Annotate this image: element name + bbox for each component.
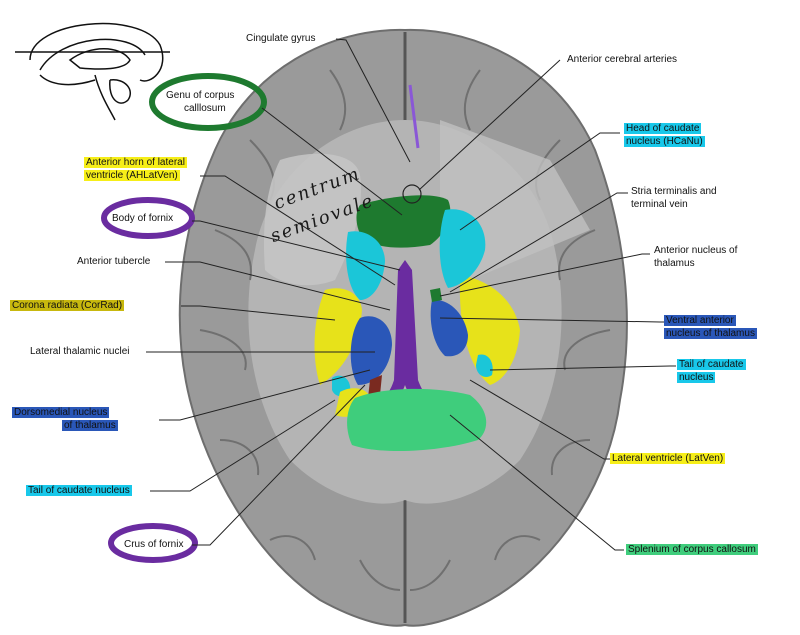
label-anterior-nucleus-line1: Anterior nucleus of	[654, 245, 738, 256]
label-lateral-ventricle: Lateral ventricle (LatVen)	[610, 453, 726, 465]
label-ventral-anterior-text1: Ventral anterior	[664, 315, 736, 326]
label-tail-caudate-right-text2: nucleus	[677, 372, 716, 383]
label-tail-caudate-right-text1: Tail of caudate	[677, 359, 746, 370]
splenium-of-corpus-callosum	[347, 388, 487, 452]
anterior-nucleus-marker	[430, 288, 442, 302]
label-splenium: Splenium of corpus callosum	[626, 544, 758, 556]
label-ventral-anterior-line2: nucleus of thalamus	[664, 328, 757, 340]
thalamus-left	[350, 316, 392, 385]
genu-of-corpus-callosum	[356, 195, 451, 248]
label-ventral-anterior-text2: nucleus of thalamus	[664, 328, 757, 339]
label-anterior-horn-line1: Anterior horn of lateral	[84, 157, 187, 169]
label-tail-caudate-left: Tail of caudate nucleus	[26, 485, 132, 497]
label-genu-line2: calllosum	[184, 103, 226, 114]
thalamus-right	[430, 299, 468, 357]
label-corona-radiata: Corona radiata (CorRad)	[10, 300, 125, 312]
label-tail-caudate-left-text: Tail of caudate nucleus	[26, 485, 132, 496]
body-of-fornix-circle	[101, 197, 195, 239]
centrum-semiovale-region	[263, 153, 361, 286]
label-head-caudate-text1: Head of caudate	[624, 123, 702, 134]
label-head-caudate-line1: Head of caudate	[624, 123, 702, 135]
corona-radiata-right	[459, 275, 520, 385]
label-stria-line1: Stria terminalis and	[631, 186, 717, 197]
label-ventral-anterior-line1: Ventral anterior	[664, 315, 736, 327]
label-dorsomedial-line2: of thalamus	[62, 420, 118, 432]
label-corona-radiata-text: Corona radiata (CorRad)	[10, 300, 125, 311]
label-genu-line1: Genu of corpus	[166, 90, 235, 101]
label-tail-caudate-right-line2: nucleus	[677, 372, 716, 384]
label-head-caudate-line2: nucleus (HCaNu)	[624, 136, 705, 148]
corona-radiata-left	[314, 288, 362, 385]
label-dorsomedial-text1: Dorsomedial nucleus	[12, 407, 110, 418]
sagittal-inset-sketch	[15, 22, 170, 121]
label-stria-line2: terminal vein	[631, 199, 688, 210]
label-anterior-horn-text2: ventricle (AHLatVen)	[84, 170, 180, 181]
label-anterior-cerebral-arteries: Anterior cerebral arteries	[567, 54, 678, 65]
label-anterior-nucleus-line2: thalamus	[654, 258, 695, 269]
label-anterior-tubercle: Anterior tubercle	[77, 256, 151, 267]
label-anterior-horn-text1: Anterior horn of lateral	[84, 157, 187, 168]
label-lateral-ventricle-text: Lateral ventricle (LatVen)	[610, 453, 726, 464]
label-tail-caudate-right-line1: Tail of caudate	[677, 359, 746, 371]
caudate-tail-right	[476, 354, 493, 377]
label-anterior-horn-line2: ventricle (AHLatVen)	[84, 170, 180, 182]
label-lateral-thalamic-nuclei: Lateral thalamic nuclei	[30, 346, 130, 357]
label-crus-of-fornix-text: Crus of fornix	[120, 539, 188, 550]
sulci	[199, 69, 611, 591]
label-body-of-fornix: Body of fornix	[112, 213, 174, 224]
anterior-cerebral-artery-line	[408, 84, 420, 149]
label-cingulate-gyrus: Cingulate gyrus	[246, 33, 316, 44]
label-head-caudate-text2: nucleus (HCaNu)	[624, 136, 705, 147]
label-dorsomedial-text2: of thalamus	[62, 420, 118, 431]
genu-label-circle	[149, 73, 267, 131]
label-crus-of-fornix: Crus of fornix	[120, 539, 188, 551]
crus-of-fornix-circle	[108, 523, 198, 563]
label-dorsomedial-line1: Dorsomedial nucleus	[12, 407, 110, 419]
caudate-head-right	[439, 209, 486, 288]
anterior-cerebral-artery-circle	[402, 184, 422, 204]
label-splenium-text: Splenium of corpus callosum	[626, 544, 758, 555]
fornix	[360, 260, 450, 425]
